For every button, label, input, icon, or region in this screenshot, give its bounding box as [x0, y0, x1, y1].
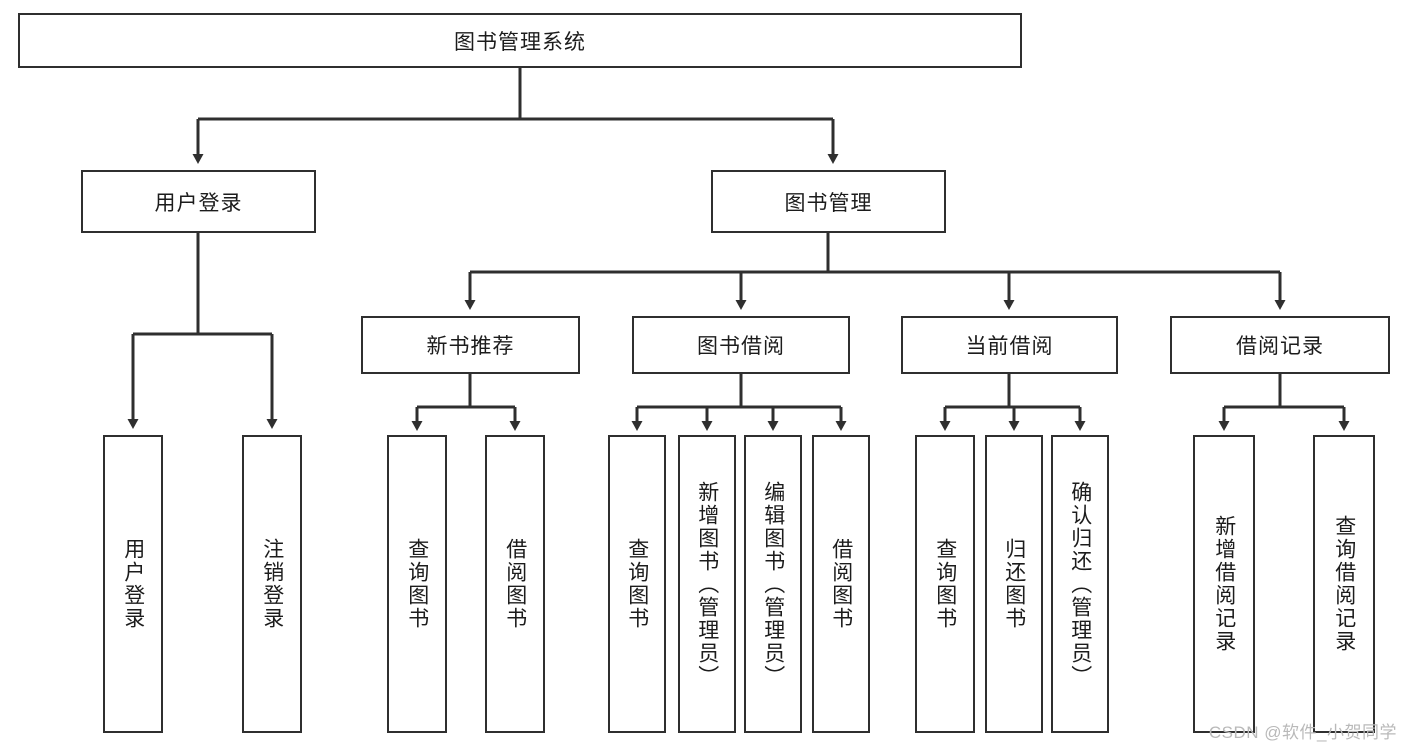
node-root[interactable]: 图书管理系统	[18, 13, 1022, 68]
node-book-manage[interactable]: 图书管理	[711, 170, 946, 233]
node-leaf-rec-borrow-book[interactable]: 借阅图书	[485, 435, 545, 733]
node-leaf-rec-query-book-label: 查询图书	[405, 538, 429, 630]
node-leaf-user-logout-label: 注销登录	[260, 538, 284, 630]
node-new-book-rec-label: 新书推荐	[426, 335, 515, 358]
node-current-borrow-label: 当前借阅	[965, 335, 1054, 358]
node-book-manage-label: 图书管理	[784, 191, 873, 215]
node-leaf-rec-query-book[interactable]: 查询图书	[387, 435, 447, 733]
node-leaf-user-login-label: 用户登录	[121, 538, 145, 630]
node-leaf-cb-confirm-return-label: 确认归还（管理员）	[1068, 480, 1092, 688]
node-leaf-bb-edit-book[interactable]: 编辑图书（管理员）	[744, 435, 802, 733]
node-leaf-cb-return-book[interactable]: 归还图书	[985, 435, 1043, 733]
node-leaf-cb-query-book-label: 查询图书	[933, 538, 957, 630]
node-leaf-cb-query-book[interactable]: 查询图书	[915, 435, 975, 733]
node-user-login[interactable]: 用户登录	[81, 170, 316, 233]
node-leaf-bb-add-book-label: 新增图书（管理员）	[695, 480, 719, 688]
node-book-borrow-label: 图书借阅	[697, 335, 785, 358]
node-leaf-bb-borrow-book[interactable]: 借阅图书	[812, 435, 870, 733]
node-leaf-cb-return-book-label: 归还图书	[1002, 538, 1026, 630]
node-leaf-bb-query-book[interactable]: 查询图书	[608, 435, 666, 733]
node-leaf-bb-add-book[interactable]: 新增图书（管理员）	[678, 435, 736, 733]
node-current-borrow[interactable]: 当前借阅	[901, 316, 1118, 374]
node-leaf-bb-query-book-label: 查询图书	[625, 538, 649, 630]
csdn-watermark: CSDN @软件_小贺同学	[1208, 723, 1397, 742]
node-leaf-user-logout[interactable]: 注销登录	[242, 435, 302, 733]
node-leaf-user-login[interactable]: 用户登录	[103, 435, 163, 733]
node-new-book-rec[interactable]: 新书推荐	[361, 316, 580, 374]
node-root-label: 图书管理系统	[454, 30, 586, 54]
node-leaf-br-add-record[interactable]: 新增借阅记录	[1193, 435, 1255, 733]
node-leaf-cb-confirm-return[interactable]: 确认归还（管理员）	[1051, 435, 1109, 733]
node-borrow-record-label: 借阅记录	[1236, 335, 1324, 358]
node-leaf-bb-borrow-book-label: 借阅图书	[829, 538, 853, 630]
node-book-borrow[interactable]: 图书借阅	[632, 316, 850, 374]
node-user-login-label: 用户登录	[154, 191, 243, 215]
node-leaf-br-add-record-label: 新增借阅记录	[1212, 515, 1236, 653]
node-borrow-record[interactable]: 借阅记录	[1170, 316, 1390, 374]
node-leaf-br-query-record-label: 查询借阅记录	[1332, 515, 1356, 653]
node-leaf-br-query-record[interactable]: 查询借阅记录	[1313, 435, 1375, 733]
node-leaf-bb-edit-book-label: 编辑图书（管理员）	[761, 480, 785, 688]
node-leaf-rec-borrow-book-label: 借阅图书	[503, 538, 527, 630]
